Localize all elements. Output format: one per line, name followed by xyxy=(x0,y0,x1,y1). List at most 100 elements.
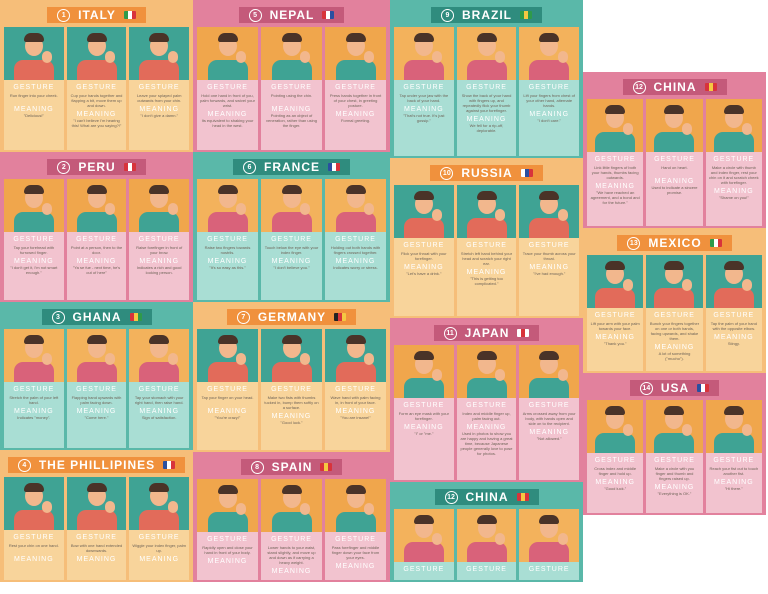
flag-icon xyxy=(517,329,530,337)
gesture-meaning: "It's so easy as this." xyxy=(209,265,246,270)
gesture-illustration xyxy=(519,27,580,80)
gesture-description: Hand on heart. xyxy=(661,165,688,170)
gesture-description: Arms crossed away from your body, with h… xyxy=(522,411,576,426)
gesture-card: GESTURE xyxy=(394,509,454,580)
country-number: 11 xyxy=(443,326,457,340)
gesture-meaning: "I've had enough." xyxy=(533,271,566,276)
gesture-meaning: A lot of something ("mucho"). xyxy=(658,351,691,361)
gesture-description: Lower hands to your waist, stand slightl… xyxy=(267,545,316,565)
meaning-label: MEANING xyxy=(529,429,570,436)
country-number: 1 xyxy=(57,8,71,22)
gesture-illustration xyxy=(705,400,762,453)
meaning-label: MEANING xyxy=(76,408,117,415)
gesture-description: Raise forefinger in front of your brow. xyxy=(136,245,183,255)
gesture-meaning: Sign of satisfaction. xyxy=(141,415,177,420)
gesture-meaning: "Everything is OK." xyxy=(657,491,692,496)
gesture-description: Point at a person, then to the door. xyxy=(70,245,123,255)
gesture-label: GESTURE xyxy=(13,84,55,91)
gesture-meaning: "Delicious!" xyxy=(23,113,44,118)
gesture-meaning: "This is getting too complicated." xyxy=(470,276,503,286)
gesture-illustration xyxy=(66,329,127,382)
meaning-label: MEANING xyxy=(595,334,635,341)
meaning-label: MEANING xyxy=(271,258,312,265)
country-name: NEPAL xyxy=(269,8,315,22)
gesture-label: GESTURE xyxy=(466,566,507,573)
meaning-label: MEANING xyxy=(139,556,180,563)
gesture-label: GESTURE xyxy=(271,536,312,543)
gesture-description: Bunch your fingers together on one or bo… xyxy=(649,321,700,341)
flag-icon xyxy=(322,11,335,19)
meaning-label: MEANING xyxy=(466,424,507,431)
flag-icon xyxy=(328,163,340,171)
gesture-illustration xyxy=(646,255,703,308)
gesture-label: GESTURE xyxy=(654,156,695,163)
meaning-label: MEANING xyxy=(654,344,695,351)
meaning-label: MEANING xyxy=(207,408,248,415)
gesture-label: GESTURE xyxy=(76,386,117,393)
meaning-label: MEANING xyxy=(139,258,180,265)
country-number: 10 xyxy=(440,166,454,180)
gesture-label: GESTURE xyxy=(13,386,55,393)
gesture-illustration xyxy=(705,99,762,152)
flag-icon xyxy=(123,11,136,19)
meaning-label: MEANING xyxy=(654,484,695,491)
meaning-label: MEANING xyxy=(139,106,180,113)
gesture-description: Press hands together in front of your ch… xyxy=(329,93,382,108)
meaning-label: MEANING xyxy=(14,556,54,563)
country-number: 9 xyxy=(441,8,454,22)
flag-icon xyxy=(520,11,532,19)
gesture-description: Link little fingers of both your hands, … xyxy=(591,165,639,180)
gesture-meaning: "Ya se fue - next time, he's out of here… xyxy=(72,265,121,275)
meaning-label: MEANING xyxy=(335,563,376,570)
meaning-label: MEANING xyxy=(404,264,444,271)
gesture-illustration xyxy=(261,479,322,532)
gesture-description: Rest your chin on one hand. xyxy=(8,543,59,548)
gesture-meaning: "That's not true. It's just gossip." xyxy=(403,113,445,123)
gesture-illustration xyxy=(456,27,517,80)
flag-icon xyxy=(320,463,333,471)
gesture-illustration xyxy=(519,185,580,238)
country-name: PERU xyxy=(78,160,116,174)
gesture-illustration xyxy=(129,179,190,232)
gesture-illustration xyxy=(197,329,258,382)
flag-icon xyxy=(709,239,722,247)
country-number: 6 xyxy=(243,160,256,174)
gesture-meaning: "Good luck." xyxy=(604,486,627,491)
meaning-label: MEANING xyxy=(335,111,376,118)
gesture-label: GESTURE xyxy=(713,457,755,464)
gesture-illustration xyxy=(66,477,127,530)
meaning-label: MEANING xyxy=(207,258,248,265)
gesture-illustration xyxy=(4,179,64,232)
gesture-description: Cup your hands together and flapping a b… xyxy=(70,93,123,108)
gesture-description: Reach your fist out to touch another fis… xyxy=(709,466,759,476)
flag-icon xyxy=(163,461,176,469)
flag-icon xyxy=(520,169,533,177)
gesture-description: Pointing using the chin. xyxy=(270,93,313,98)
flag-icon xyxy=(697,384,710,392)
country-name: FRANCE xyxy=(264,160,320,174)
gesture-illustration xyxy=(646,99,703,152)
country-number: 3 xyxy=(51,310,65,324)
